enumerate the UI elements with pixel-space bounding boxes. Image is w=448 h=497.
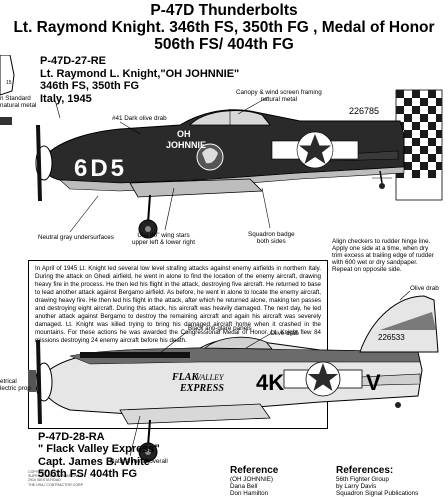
callout-checkers: Align checkers to rudder hinge line. App… [332, 238, 434, 273]
checkers-line4: with 600 wet or dry sandpaper. [332, 259, 418, 266]
fuselage-code: 6D5 [74, 155, 127, 182]
fine-print-3: 2910 SIESTA ROAD [28, 478, 61, 483]
aircraft2-title-final: " Flack Valley Express" Capt. James B. W… [38, 443, 160, 481]
fine-print-4: THE USA / CONTRACTOR CORP [28, 482, 84, 487]
tail-serial-2: 226533 [378, 333, 405, 342]
aircraft1-model: P-47D-27-RE [40, 55, 107, 67]
aircraft2-unit: 506th FS/ 404th FG [38, 468, 138, 480]
nose-art-express: EXPRESS [179, 383, 224, 394]
copyright-fine-print: COPYRIGHT © 1994 SUPERSCALE INTERNATIONA… [28, 470, 83, 487]
callout-wing-stars: Use 40" wing stars upper left & lower ri… [132, 232, 195, 246]
fine-print-1: COPYRIGHT © 1994 [28, 470, 62, 474]
reference-2-line3: Squadron Signal Publications [336, 490, 419, 497]
star-insignia [271, 131, 359, 169]
checkers-line5: Repeat on opposite side. [332, 266, 402, 273]
callout-standard: n Standard natural metal [0, 95, 36, 109]
reference-2-line1: 56th Fighter Group [336, 476, 389, 483]
nose-art-flak: FLAK [171, 372, 199, 383]
fuselage-code-right: V [366, 370, 381, 395]
callout-wing-stars-line2: upper left & lower right [132, 239, 195, 246]
callout-canopy-line1: Canopy & wind screen framing [236, 89, 322, 96]
callout-canopy-line2: natural metal [260, 96, 298, 103]
reference-1: Reference (OH JOHNNIE) Dana Bell Don Ham… [230, 465, 278, 497]
nose-art-oh: OH [177, 129, 191, 139]
fine-print-2: SUPERSCALE INTERNATIONAL [28, 474, 82, 479]
sheet-subtitle-2: 506th FS/ 404th FG [154, 36, 294, 53]
callout-standard-line2: natural metal [0, 102, 37, 109]
checkers-line1: Align checkers to rudder hinge line. [332, 238, 431, 245]
checkers-line3: trim excess at trailing edge of rudder [332, 252, 434, 259]
aircraft2-pilot: Capt. James B. White [38, 455, 150, 468]
callout-electric-prop: etrical lectric prop [0, 378, 31, 392]
sheet-subtitle: Lt. Raymond Knight. 346th FS, 350th FG ,… [13, 19, 435, 36]
aircraft1-profile: OH JOHNNIE 6D5 226785 15 [0, 55, 443, 239]
reference-2-line2: by Larry Davis [336, 483, 377, 490]
reference-1-line1: Dana Bell [230, 483, 258, 490]
callout-squadron-badge: Squadron badge both sides [248, 231, 295, 245]
callout-natural-metal: Natural metal overall [110, 458, 168, 465]
fuselage-code-left: 4K [256, 370, 284, 395]
callout-wing-stars-line1: Use 40" wing stars [137, 232, 190, 239]
callout-badge-line2: both sides [256, 238, 286, 245]
reference-2-title: References: [336, 465, 394, 476]
callout-undersurfaces: Neutral gray undersurfaces [38, 234, 114, 241]
nose-art-johnnie: JOHNNIE [166, 140, 206, 150]
aircraft2-nickname: " Flack Valley Express" [38, 443, 160, 455]
star-insignia-2 [283, 361, 363, 397]
reference-1-line2: Don Hamilton [230, 490, 269, 497]
aircraft2-title-block: P-47D-28-RA [38, 431, 105, 444]
callout-olive-top: Olive drab [410, 285, 439, 292]
callout-badge-line1: Squadron badge [248, 231, 295, 238]
reference-1-title: Reference [230, 465, 279, 476]
aircraft1-location: Italy, 1945 [40, 92, 92, 105]
aircraft2-model: P-47D-28-RA [38, 431, 105, 443]
history-text-box: In April of 1945 Lt. Knight led several … [28, 260, 328, 429]
callout-electric-line1: etrical [0, 378, 17, 385]
nose-art-valley: VALLEY [196, 373, 225, 382]
sheet-title: P-47D Thunderbolts [150, 2, 298, 19]
aircraft1-unit: 346th FS, 350th FG [40, 80, 140, 92]
callout-standard-line1: n Standard [0, 95, 31, 102]
callout-electric-line2: lectric prop [0, 385, 31, 392]
reference-1-subtitle: (OH JOHNNIE) [230, 476, 274, 483]
aircraft1-pilot: Lt. Raymond L. Knight,"OH JOHNNIE" [40, 67, 240, 80]
reference-2: References: 56th Fighter Group by Larry … [336, 465, 418, 497]
callout-antiglare: Black anti-glare panels [188, 325, 252, 332]
small-label: 15 [6, 80, 12, 86]
callout-olive-mid: Olive drab [270, 330, 299, 337]
callout-dark-olive: #41 Dark olive drab [112, 115, 167, 122]
aircraft1-title: P-47D-27-RE Lt. Raymond L. Knight,"OH JO… [40, 55, 239, 105]
tail-serial: 226785 [349, 106, 379, 116]
checkers-line2: Apply one side at a time, when dry [332, 245, 429, 252]
callout-canopy: Canopy & wind screen framing natural met… [236, 89, 322, 103]
